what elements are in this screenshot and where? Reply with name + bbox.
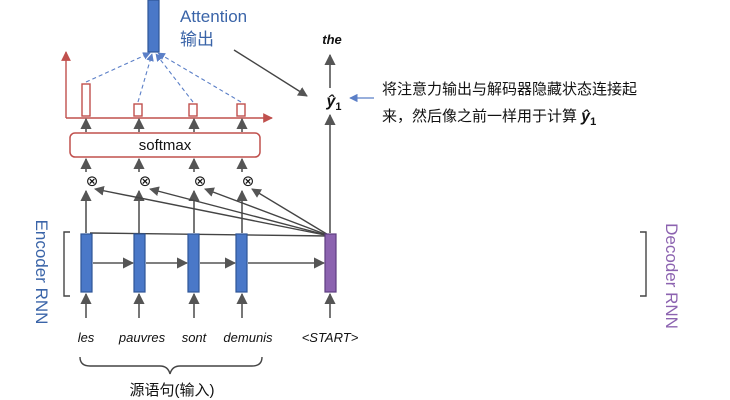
output-symbol: ŷ1	[325, 93, 341, 113]
distribution-bar-demunis	[236, 103, 246, 117]
encoder-to-score-arrows	[80, 189, 248, 233]
score-arrows	[80, 157, 248, 172]
softmax-box	[69, 132, 261, 158]
decoder-bracket	[640, 231, 647, 297]
start-token: <START>	[302, 330, 359, 345]
source-word-pauvres: pauvres	[118, 330, 166, 345]
attention-distribution	[61, 51, 273, 123]
annotation-line-2-text: 来，然后像之前一样用于计算	[382, 107, 581, 125]
annotation-symbol: ŷ	[580, 108, 591, 125]
input-arrows	[80, 292, 336, 318]
encoder-state-4	[235, 233, 248, 293]
annotation-line-1: 将注意力输出与解码器隐藏状态连接起	[382, 80, 637, 98]
encoder-state-3	[187, 233, 200, 293]
decoder-label: Decoder RNN	[662, 223, 681, 329]
distribution-bar-sont	[188, 103, 198, 117]
distribution-bar-pauvres	[133, 103, 143, 117]
dot-product-symbol-3: ⊗	[194, 173, 207, 190]
encoder-state-2	[133, 233, 146, 293]
encoder-label: Encoder RNN	[32, 220, 51, 325]
output-symbol-sub: 1	[335, 101, 341, 113]
dot-product-symbol-2: ⊗	[139, 173, 152, 190]
source-word-sont: sont	[182, 330, 208, 345]
source-word-demunis: demunis	[223, 330, 273, 345]
attention-weight-arrows	[85, 52, 242, 103]
decoder-state	[324, 233, 337, 293]
attention-label: Attention	[180, 7, 247, 26]
encoder-hidden-states	[80, 233, 248, 293]
attention-to-output-arrow	[233, 49, 308, 97]
attention-sub-label: 输出	[180, 30, 214, 49]
dot-product-symbol-4: ⊗	[242, 173, 255, 190]
softmax-label: softmax	[139, 137, 192, 154]
softmax-output-arrows	[80, 117, 248, 132]
source-brace-label: 源语句(输入)	[130, 382, 215, 399]
annotation-line-2: 来，然后像之前一样用于计算 ŷ1	[382, 107, 596, 128]
source-word-les: les	[78, 330, 95, 345]
decoder-to-score-arrows	[89, 185, 331, 237]
annotation-symbol-sub: 1	[590, 116, 596, 128]
dot-product-symbol-1: ⊗	[86, 173, 99, 190]
output-word: the	[322, 32, 342, 47]
distribution-bar-les	[81, 83, 91, 117]
encoder-state-1	[80, 233, 93, 293]
output-symbol-main: ŷ	[325, 93, 336, 110]
attention-output-vector	[147, 0, 160, 53]
source-brace	[79, 356, 263, 375]
encoder-bracket	[63, 231, 70, 297]
